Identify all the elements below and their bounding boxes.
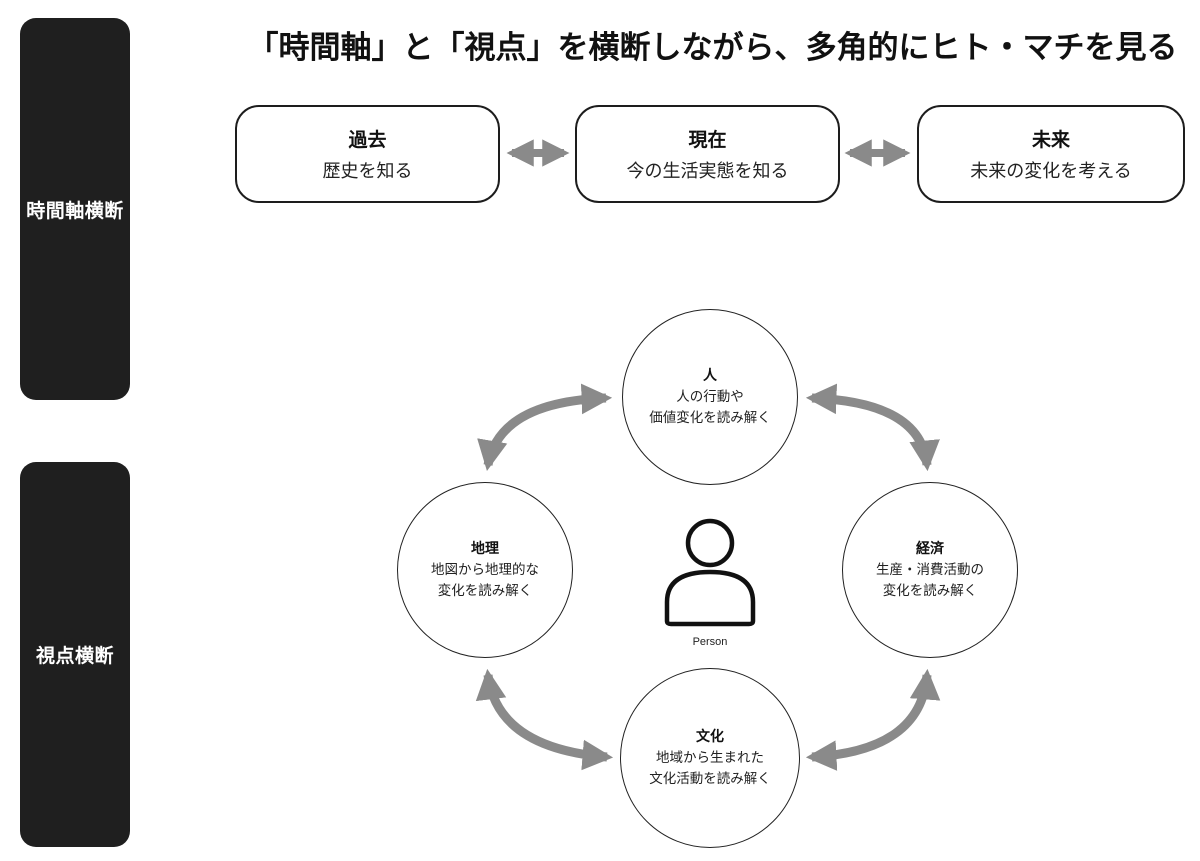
timeline-node-subtitle: 今の生活実態を知る	[626, 161, 789, 181]
center-person: Person	[650, 510, 770, 650]
viewpoint-node-line: 地図から地理的な	[431, 561, 539, 577]
timeline-node-present: 現在 今の生活実態を知る	[575, 105, 840, 203]
viewpoint-node-line: 変化を読み解く	[882, 582, 978, 598]
viewpoint-section-label: 視点横断	[35, 646, 114, 667]
viewpoint-node-line: 文化活動を読み解く	[649, 770, 771, 786]
page-title: 「時間軸」と「視点」を横断しながら、多角的にヒト・マチを見る	[247, 30, 1178, 65]
viewpoint-node-culture: 文化 地域から生まれた 文化活動を読み解く	[620, 668, 800, 848]
viewpoint-node-line: 生産・消費活動の	[876, 561, 984, 577]
viewpoint-node-line: 人の行動や	[676, 388, 744, 404]
viewpoint-section-pill: 視点横断	[20, 462, 130, 847]
timeline-node-subtitle: 未来の変化を考える	[970, 161, 1132, 181]
timeline-node-future: 未来 未来の変化を考える	[917, 105, 1185, 203]
arrow-culture-economy	[805, 668, 941, 771]
viewpoint-node-title: 人	[703, 367, 717, 384]
time-axis-section-pill: 時間軸横断	[20, 18, 130, 400]
viewpoint-node-line: 価値変化を読み解く	[649, 409, 771, 425]
person-icon	[664, 518, 756, 627]
time-axis-section-label: 時間軸横断	[26, 200, 124, 222]
arrow-geography-culture	[475, 668, 614, 771]
timeline-node-past: 過去 歴史を知る	[235, 105, 500, 203]
person-caption: Person	[692, 636, 728, 648]
viewpoint-node-title: 地理	[471, 540, 499, 557]
viewpoint-node-title: 文化	[696, 728, 724, 745]
viewpoint-node-people: 人 人の行動や 価値変化を読み解く	[622, 309, 798, 485]
arrow-people-economy	[805, 383, 940, 472]
arrow-geography-people	[477, 383, 613, 472]
viewpoint-node-geography: 地理 地図から地理的な 変化を読み解く	[397, 482, 573, 658]
viewpoint-node-title: 経済	[916, 540, 944, 557]
viewpoint-node-line: 地域から生まれた	[656, 749, 764, 765]
viewpoint-node-line: 変化を読み解く	[437, 582, 533, 598]
timeline-node-title: 現在	[688, 130, 727, 151]
timeline-node-title: 未来	[1031, 130, 1070, 151]
viewpoint-node-economy: 経済 生産・消費活動の 変化を読み解く	[842, 482, 1018, 658]
timeline-node-title: 過去	[348, 130, 387, 151]
timeline-node-subtitle: 歴史を知る	[322, 161, 413, 181]
